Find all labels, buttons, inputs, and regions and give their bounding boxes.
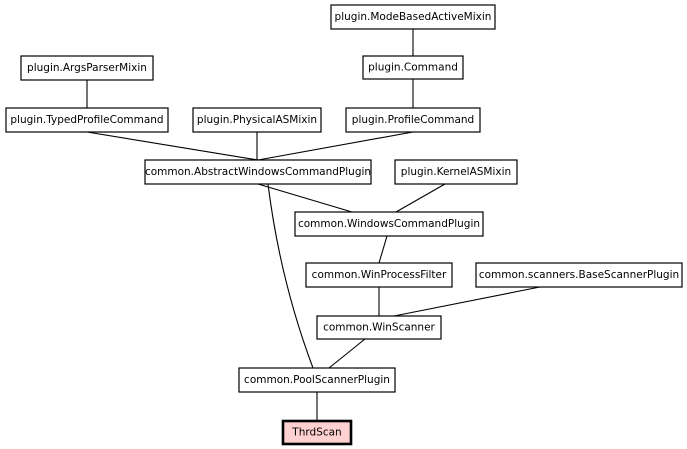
node-label: common.WinScanner xyxy=(323,322,435,334)
node-command[interactable]: plugin.Command xyxy=(362,55,464,80)
edge-kernelas-to-windowscmd xyxy=(395,183,446,213)
node-label: plugin.PhysicalASMixin xyxy=(197,114,317,126)
node-physical-as-mixin[interactable]: plugin.PhysicalASMixin xyxy=(192,107,322,133)
node-label: common.scanners.BaseScannerPlugin xyxy=(479,269,679,281)
node-windows-command-plugin[interactable]: common.WindowsCommandPlugin xyxy=(294,211,484,237)
node-label: common.AbstractWindowsCommandPlugin xyxy=(145,166,371,178)
edge-abstractwin-to-poolscanner xyxy=(267,183,314,369)
node-label: ThrdScan xyxy=(291,427,341,439)
node-profile-command[interactable]: plugin.ProfileCommand xyxy=(345,107,481,133)
edge-typedprofile-to-abstractwin xyxy=(86,131,259,161)
node-label: plugin.ArgsParserMixin xyxy=(27,62,147,74)
node-kernel-as-mixin[interactable]: plugin.KernelASMixin xyxy=(394,159,518,185)
node-thrd-scan[interactable]: ThrdScan xyxy=(281,419,353,446)
node-label: plugin.ModeBasedActiveMixin xyxy=(335,11,492,23)
node-pool-scanner-plugin[interactable]: common.PoolScannerPlugin xyxy=(238,367,396,393)
node-label: common.WinProcessFilter xyxy=(312,269,447,281)
edge-profilecommand-to-abstractwin xyxy=(257,131,414,161)
node-base-scanner-plugin[interactable]: common.scanners.BaseScannerPlugin xyxy=(475,262,683,288)
node-typed-profile-command[interactable]: plugin.TypedProfileCommand xyxy=(5,107,169,133)
edge-basescanner-to-winscanner xyxy=(393,286,541,317)
node-mode-based-active-mixin[interactable]: plugin.ModeBasedActiveMixin xyxy=(330,4,496,30)
node-abstract-windows-command-plugin[interactable]: common.AbstractWindowsCommandPlugin xyxy=(144,159,372,185)
node-label: plugin.KernelASMixin xyxy=(401,166,511,178)
node-win-process-filter[interactable]: common.WinProcessFilter xyxy=(305,262,453,288)
node-label: plugin.Command xyxy=(368,62,458,74)
node-args-parser-mixin[interactable]: plugin.ArgsParserMixin xyxy=(20,55,154,81)
edge-winscanner-to-poolscanner xyxy=(328,338,366,369)
node-label: plugin.TypedProfileCommand xyxy=(10,114,163,126)
edge-abstractwin-to-windowscmd xyxy=(257,183,353,213)
node-win-scanner[interactable]: common.WinScanner xyxy=(316,315,442,340)
node-label: common.WindowsCommandPlugin xyxy=(298,218,480,230)
node-label: plugin.ProfileCommand xyxy=(352,114,474,126)
edges xyxy=(86,29,541,421)
edge-windowscmd-to-winprocessfilter xyxy=(378,235,388,264)
node-label: common.PoolScannerPlugin xyxy=(244,374,390,386)
